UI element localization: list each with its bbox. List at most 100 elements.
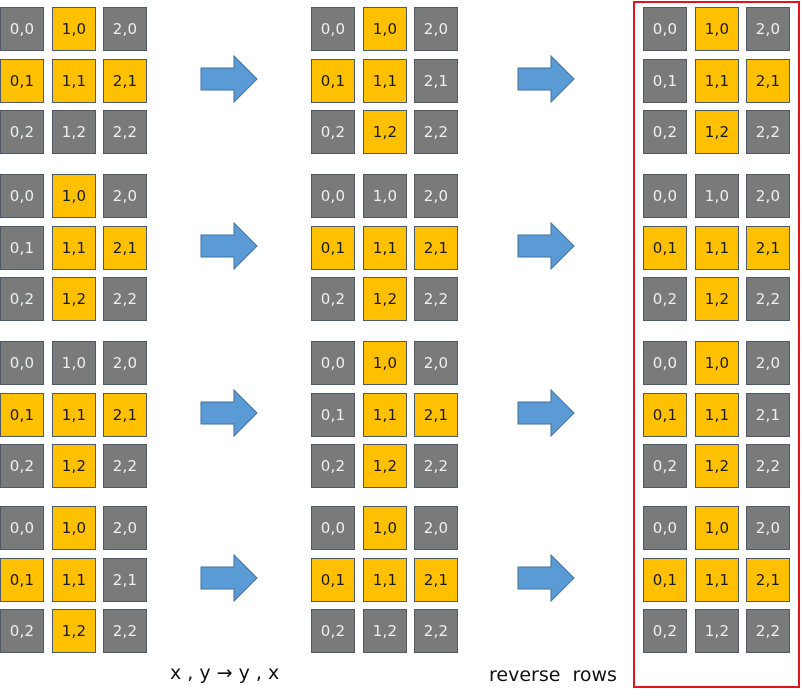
grid-cell: 2,0 <box>103 341 147 385</box>
grid-cell: 1,0 <box>363 174 407 218</box>
highlighted-cell: 1,2 <box>363 444 407 488</box>
highlighted-cell: 0,1 <box>643 393 687 437</box>
highlighted-cell: 1,1 <box>52 393 96 437</box>
grid-cell: 0,2 <box>311 110 355 154</box>
highlighted-cell: 1,0 <box>695 7 739 51</box>
highlighted-cell: 2,1 <box>414 393 458 437</box>
highlighted-cell: 1,1 <box>363 59 407 103</box>
highlighted-cell: 1,0 <box>52 506 96 550</box>
grid-cell: 1,0 <box>695 174 739 218</box>
grid-cell: 0,0 <box>311 506 355 550</box>
reverse-rows-caption: reverse rows <box>489 664 617 686</box>
result-highlight-box <box>633 1 800 688</box>
highlighted-cell: 1,0 <box>363 506 407 550</box>
grid-cell: 0,0 <box>0 7 44 51</box>
grid-cell: 0,2 <box>643 277 687 321</box>
highlighted-cell: 0,1 <box>0 558 44 602</box>
highlighted-cell: 1,1 <box>363 558 407 602</box>
highlighted-cell: 0,1 <box>311 558 355 602</box>
grid-cell: 2,2 <box>103 444 147 488</box>
highlighted-cell: 2,1 <box>414 558 458 602</box>
grid-cell: 2,0 <box>414 7 458 51</box>
grid-cell: 2,0 <box>414 341 458 385</box>
right-arrow-icon <box>200 554 258 602</box>
grid-cell: 2,2 <box>746 609 790 653</box>
highlighted-cell: 2,1 <box>103 393 147 437</box>
right-arrow-icon <box>517 222 575 270</box>
highlighted-cell: 0,1 <box>643 226 687 270</box>
highlighted-cell: 1,2 <box>52 277 96 321</box>
highlighted-cell: 1,2 <box>52 609 96 653</box>
grid-cell: 2,1 <box>414 59 458 103</box>
grid-cell: 2,2 <box>746 444 790 488</box>
grid-cell: 0,0 <box>0 506 44 550</box>
highlighted-cell: 1,1 <box>695 393 739 437</box>
grid-cell: 2,2 <box>414 277 458 321</box>
grid-cell: 2,1 <box>103 558 147 602</box>
highlighted-cell: 2,1 <box>414 226 458 270</box>
grid-cell: 0,0 <box>311 174 355 218</box>
grid-cell: 0,0 <box>643 7 687 51</box>
highlighted-cell: 0,1 <box>643 558 687 602</box>
highlighted-cell: 2,1 <box>746 558 790 602</box>
highlighted-cell: 1,0 <box>52 174 96 218</box>
transpose-caption: x , y → y , x <box>170 662 280 684</box>
highlighted-cell: 1,1 <box>52 226 96 270</box>
right-arrow-icon <box>517 55 575 103</box>
highlighted-cell: 1,0 <box>363 341 407 385</box>
highlighted-cell: 1,0 <box>363 7 407 51</box>
highlighted-cell: 2,1 <box>746 226 790 270</box>
grid-cell: 0,2 <box>311 277 355 321</box>
grid-cell: 2,0 <box>746 7 790 51</box>
highlighted-cell: 2,1 <box>103 59 147 103</box>
grid-cell: 0,2 <box>0 110 44 154</box>
highlighted-cell: 1,1 <box>695 59 739 103</box>
right-arrow-icon <box>517 389 575 437</box>
highlighted-cell: 0,1 <box>311 226 355 270</box>
grid-cell: 1,2 <box>52 110 96 154</box>
grid-cell: 0,2 <box>0 444 44 488</box>
highlighted-cell: 1,1 <box>695 558 739 602</box>
grid-cell: 0,0 <box>643 341 687 385</box>
grid-cell: 0,0 <box>311 7 355 51</box>
grid-cell: 0,1 <box>643 59 687 103</box>
grid-cell: 2,0 <box>746 341 790 385</box>
grid-cell: 0,2 <box>643 110 687 154</box>
grid-cell: 0,0 <box>0 174 44 218</box>
grid-cell: 0,2 <box>643 444 687 488</box>
grid-cell: 0,0 <box>643 174 687 218</box>
grid-cell: 0,2 <box>0 277 44 321</box>
grid-cell: 0,1 <box>0 226 44 270</box>
highlighted-cell: 0,1 <box>311 59 355 103</box>
right-arrow-icon <box>200 55 258 103</box>
grid-cell: 2,0 <box>103 174 147 218</box>
highlighted-cell: 0,1 <box>0 393 44 437</box>
grid-cell: 2,0 <box>414 174 458 218</box>
highlighted-cell: 1,1 <box>363 226 407 270</box>
right-arrow-icon <box>200 222 258 270</box>
grid-cell: 0,0 <box>311 341 355 385</box>
grid-cell: 2,2 <box>103 277 147 321</box>
grid-cell: 2,2 <box>103 110 147 154</box>
grid-cell: 2,0 <box>746 174 790 218</box>
highlighted-cell: 1,0 <box>695 506 739 550</box>
highlighted-cell: 2,1 <box>103 226 147 270</box>
grid-cell: 2,0 <box>746 506 790 550</box>
highlighted-cell: 0,1 <box>0 59 44 103</box>
grid-cell: 2,2 <box>414 110 458 154</box>
highlighted-cell: 1,0 <box>695 341 739 385</box>
grid-cell: 0,2 <box>643 609 687 653</box>
grid-cell: 2,0 <box>414 506 458 550</box>
highlighted-cell: 1,2 <box>695 277 739 321</box>
grid-cell: 2,1 <box>746 393 790 437</box>
highlighted-cell: 1,1 <box>363 393 407 437</box>
